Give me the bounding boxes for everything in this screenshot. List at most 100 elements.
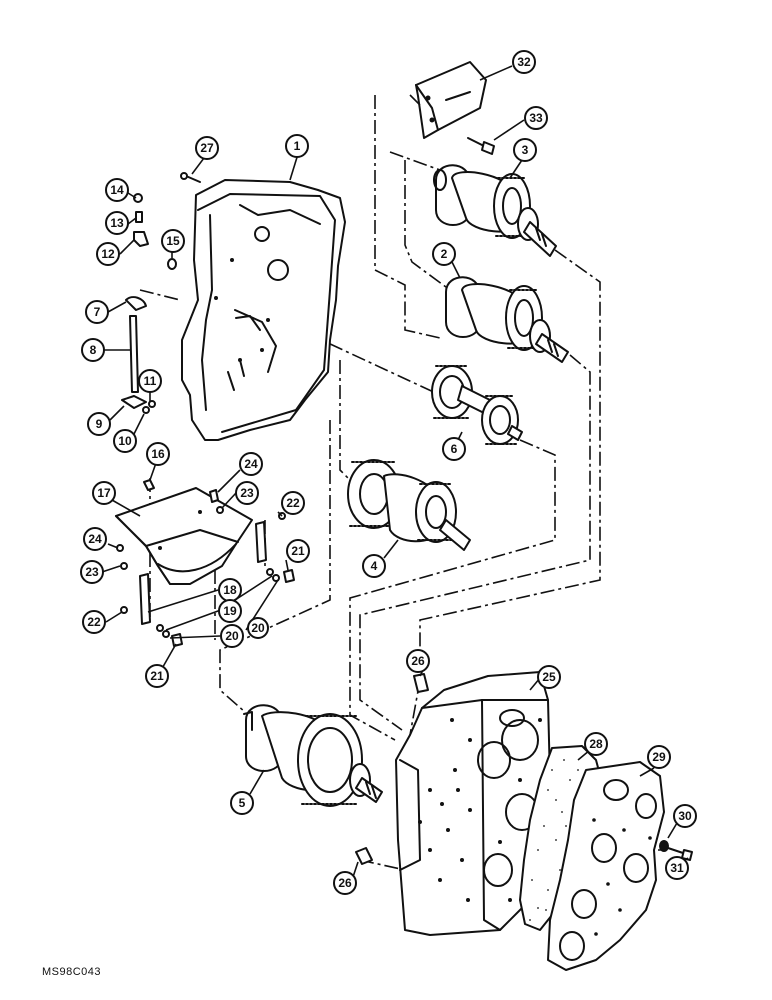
svg-text:7: 7 — [94, 305, 101, 319]
svg-text:2: 2 — [441, 247, 448, 261]
callout-26-bottom: 26 — [333, 871, 357, 895]
svg-text:10: 10 — [118, 434, 132, 448]
cluster-gear-6 — [431, 365, 523, 445]
gear-shaft-5 — [243, 704, 383, 807]
drawing-code: MS98C043 — [42, 966, 102, 978]
callout-30: 30 — [673, 804, 697, 828]
svg-text:24: 24 — [88, 532, 102, 546]
callout-12: 12 — [96, 242, 120, 266]
callout-13: 13 — [105, 211, 129, 235]
callout-22-left: 22 — [82, 610, 106, 634]
callout-11: 11 — [138, 369, 162, 393]
callout-7: 7 — [85, 300, 109, 324]
callout-27: 27 — [195, 136, 219, 160]
small-hardware — [121, 172, 201, 414]
svg-text:30: 30 — [678, 809, 692, 823]
nut-19-left — [156, 624, 164, 632]
svg-text:21: 21 — [150, 669, 164, 683]
callout-17: 17 — [92, 481, 116, 505]
svg-text:20: 20 — [225, 629, 239, 643]
svg-text:21: 21 — [291, 544, 305, 558]
callout-28: 28 — [584, 732, 608, 756]
cover-25 — [395, 671, 551, 936]
callout-25: 25 — [537, 665, 561, 689]
callout-22-right: 22 — [281, 491, 305, 515]
callout-21-left: 21 — [145, 664, 169, 688]
svg-text:31: 31 — [670, 861, 684, 875]
callout-4: 4 — [362, 554, 386, 578]
callout-10: 10 — [113, 429, 137, 453]
callout-29: 29 — [647, 745, 671, 769]
gear-shaft-2 — [445, 276, 569, 363]
bolt-27 — [185, 175, 201, 183]
svg-text:23: 23 — [240, 486, 254, 500]
callout-5: 5 — [230, 791, 254, 815]
plate-29 — [547, 761, 665, 971]
housing-1 — [181, 179, 346, 441]
svg-text:5: 5 — [239, 796, 246, 810]
callout-16: 16 — [146, 442, 170, 466]
callout-18: 18 — [218, 578, 242, 602]
bolt-21-right — [283, 569, 295, 583]
svg-text:8: 8 — [90, 343, 97, 357]
svg-text:1: 1 — [294, 139, 301, 153]
svg-text:19: 19 — [223, 604, 237, 618]
svg-text:32: 32 — [517, 55, 531, 69]
svg-text:23: 23 — [85, 565, 99, 579]
strap-18-right — [255, 521, 267, 563]
svg-text:17: 17 — [97, 486, 111, 500]
callout-15: 15 — [161, 229, 185, 253]
callout-23-right: 23 — [235, 481, 259, 505]
callout-19: 19 — [218, 599, 242, 623]
callout-26-top: 26 — [406, 649, 430, 673]
svg-text:3: 3 — [522, 143, 529, 157]
shield-17 — [115, 487, 253, 585]
bolt-16 — [143, 479, 155, 491]
callout-3: 3 — [513, 138, 537, 162]
svg-text:12: 12 — [101, 247, 115, 261]
callout-9: 9 — [87, 412, 111, 436]
svg-text:28: 28 — [589, 737, 603, 751]
nut-22-left — [120, 606, 128, 614]
washer-23-top — [216, 506, 224, 514]
svg-text:24: 24 — [244, 457, 258, 471]
svg-text:13: 13 — [110, 216, 124, 230]
nut-19-right — [266, 568, 274, 576]
svg-text:25: 25 — [542, 670, 556, 684]
svg-text:29: 29 — [652, 750, 666, 764]
gear-shaft-3 — [433, 164, 557, 257]
svg-text:26: 26 — [411, 654, 425, 668]
svg-text:4: 4 — [371, 559, 378, 573]
callout-33: 33 — [524, 106, 548, 130]
callout-6: 6 — [442, 437, 466, 461]
washer-20-left — [162, 630, 170, 638]
svg-text:26: 26 — [338, 876, 352, 890]
callout-31: 31 — [665, 856, 689, 880]
svg-text:22: 22 — [87, 615, 101, 629]
bracket-9 — [121, 395, 147, 409]
washer-15 — [167, 258, 177, 270]
callout-23-left: 23 — [80, 560, 104, 584]
bolt-33 — [467, 137, 495, 155]
nut-13 — [135, 211, 143, 223]
rod-8 — [129, 315, 139, 393]
strap-hardware — [116, 479, 295, 647]
gear-shaft-4 — [347, 459, 471, 551]
callout-24-left: 24 — [83, 527, 107, 551]
washer-20-right — [272, 574, 280, 582]
svg-text:18: 18 — [223, 583, 237, 597]
bracket-32 — [415, 61, 487, 139]
cap-14 — [133, 193, 143, 203]
svg-text:9: 9 — [96, 417, 103, 431]
svg-text:11: 11 — [144, 374, 157, 388]
svg-text:6: 6 — [451, 442, 458, 456]
svg-text:16: 16 — [151, 447, 165, 461]
elbow-12 — [133, 231, 149, 247]
nut-10 — [142, 406, 150, 414]
callout-24-right: 24 — [239, 452, 263, 476]
bolt-21-left — [171, 633, 183, 647]
clip-7 — [125, 296, 147, 311]
callout-2: 2 — [432, 242, 456, 266]
callout-21-right: 21 — [286, 539, 310, 563]
